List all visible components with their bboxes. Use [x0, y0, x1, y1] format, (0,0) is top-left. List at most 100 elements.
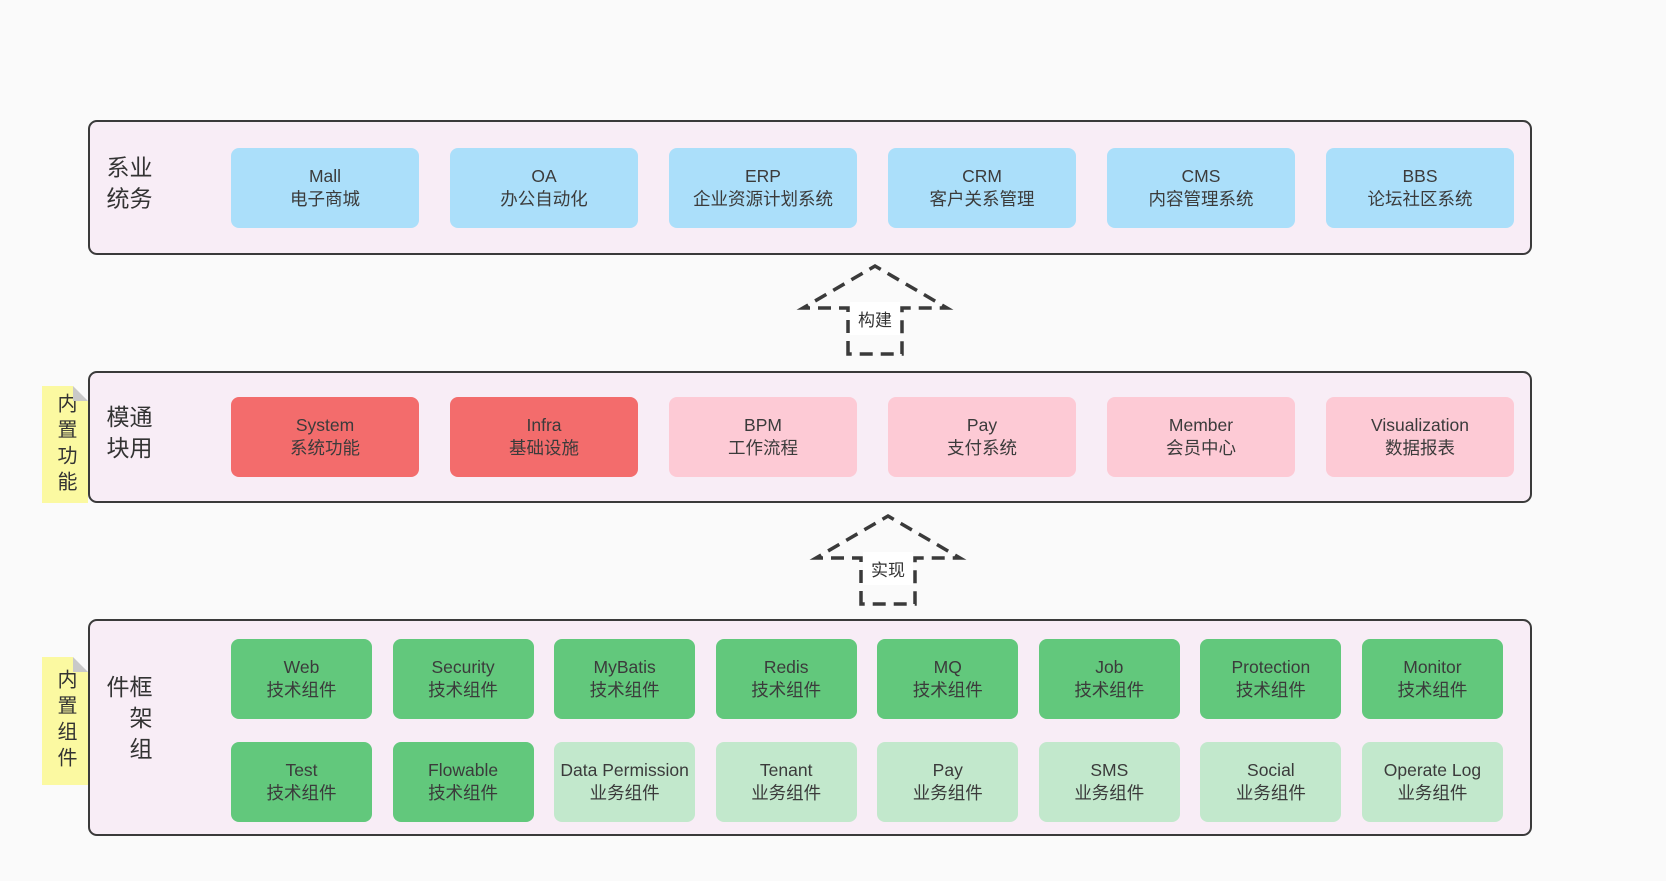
box-bbs: BBS 论坛社区系统	[1326, 147, 1514, 228]
box-system-name: System	[295, 415, 355, 436]
box-infra-desc: 基础设施	[509, 438, 579, 458]
box-protection-desc: 技术组件	[1235, 680, 1306, 700]
box-crm-name: CRM	[962, 165, 1002, 186]
box-pay-module: Pay 支付系统	[888, 397, 1076, 477]
box-security-desc: 技术组件	[428, 680, 499, 700]
box-infra-name: Infra	[526, 415, 562, 436]
box-mall-desc: 电子商城	[290, 188, 360, 209]
box-bpm-desc: 工作流程	[728, 438, 798, 458]
box-data-permission: Data Permission 业务组件	[554, 742, 696, 822]
box-erp-name: ERP	[745, 165, 781, 186]
box-bpm: BPM 工作流程	[669, 397, 857, 477]
box-pay-component: Pay 业务组件	[877, 742, 1019, 822]
box-oa-name: OA	[531, 165, 557, 186]
box-protection-name: Protection	[1231, 657, 1311, 678]
section-components-label: 框架组件	[103, 674, 152, 768]
box-social: Social 业务组件	[1200, 742, 1342, 822]
box-crm-desc: 客户关系管理	[929, 188, 1035, 209]
note-builtin-features: 内置功能	[42, 386, 88, 503]
box-bbs-name: BBS	[1402, 165, 1438, 186]
box-flowable-desc: 技术组件	[428, 783, 499, 803]
box-test: Test 技术组件	[231, 742, 372, 822]
build-arrow: 构建	[795, 262, 955, 358]
box-pay-component-name: Pay	[932, 760, 963, 781]
box-pay-module-desc: 支付系统	[947, 438, 1017, 458]
box-sms-name: SMS	[1090, 760, 1129, 781]
box-test-name: Test	[285, 760, 318, 781]
box-erp-desc: 企业资源计划系统	[693, 188, 833, 209]
box-visualization: Visualization 数据报表	[1326, 397, 1514, 477]
box-security-name: Security	[431, 657, 495, 678]
box-monitor-desc: 技术组件	[1397, 680, 1468, 700]
box-job: Job 技术组件	[1038, 639, 1180, 719]
box-monitor: Monitor 技术组件	[1361, 639, 1503, 719]
box-redis-name: Redis	[763, 657, 809, 678]
box-data-permission-name: Data Permission	[560, 760, 689, 781]
box-infra: Infra 基础设施	[450, 397, 638, 477]
box-operate-log-name: Operate Log	[1383, 760, 1482, 781]
box-oa: OA 办公自动化	[450, 147, 638, 228]
box-social-name: Social	[1247, 760, 1295, 781]
box-oa-desc: 办公自动化	[500, 188, 588, 209]
box-tenant-name: Tenant	[759, 760, 813, 781]
box-bpm-name: BPM	[744, 415, 782, 436]
dashed-up-arrow-icon	[796, 263, 954, 356]
box-data-permission-desc: 业务组件	[589, 783, 660, 803]
box-cms-desc: 内容管理系统	[1148, 188, 1254, 209]
box-pay-module-name: Pay	[966, 415, 998, 436]
box-operate-log-desc: 业务组件	[1397, 783, 1468, 803]
box-redis: Redis 技术组件	[715, 639, 857, 719]
section-business-label: 业务系统	[103, 154, 152, 217]
build-arrow-label: 构建	[850, 302, 900, 335]
box-tenant: Tenant 业务组件	[715, 742, 857, 822]
box-erp: ERP 企业资源计划系统	[669, 147, 857, 228]
box-mybatis: MyBatis 技术组件	[554, 639, 696, 719]
box-system-desc: 系统功能	[290, 438, 360, 458]
box-web: Web 技术组件	[231, 639, 372, 719]
box-web-name: Web	[283, 657, 320, 678]
box-web-desc: 技术组件	[266, 680, 337, 700]
box-visualization-name: Visualization	[1371, 415, 1469, 436]
section-framework-components: 框架组件 Web 技术组件 Security 技术组件 MyBatis 技术组件…	[88, 619, 1532, 836]
section-modules-label: 通用模块	[103, 405, 152, 467]
section-common-modules: 通用模块 System 系统功能 Infra 基础设施 BPM 工作流程 Pay…	[88, 371, 1532, 503]
implement-arrow: 实现	[808, 512, 968, 608]
box-mybatis-name: MyBatis	[593, 657, 656, 678]
box-mq-name: MQ	[933, 657, 962, 678]
box-redis-desc: 技术组件	[751, 680, 822, 700]
note-builtin-components-label: 内置组件	[54, 669, 76, 773]
box-cms: CMS 内容管理系统	[1107, 147, 1295, 228]
box-sms: SMS 业务组件	[1038, 742, 1180, 822]
note-builtin-features-label: 内置功能	[54, 392, 76, 497]
box-job-name: Job	[1095, 657, 1124, 678]
box-mq-desc: 技术组件	[912, 680, 983, 700]
box-mybatis-desc: 技术组件	[589, 680, 660, 700]
box-social-desc: 业务组件	[1235, 783, 1306, 803]
box-flowable-name: Flowable	[428, 760, 499, 781]
box-bbs-desc: 论坛社区系统	[1367, 188, 1473, 209]
box-member-desc: 会员中心	[1166, 438, 1236, 458]
dashed-up-arrow-icon	[809, 513, 967, 606]
box-job-desc: 技术组件	[1074, 680, 1145, 700]
box-crm: CRM 客户关系管理	[888, 147, 1076, 228]
box-protection: Protection 技术组件	[1200, 639, 1342, 719]
box-mall: Mall 电子商城	[231, 147, 419, 228]
box-visualization-desc: 数据报表	[1385, 438, 1455, 458]
box-member: Member 会员中心	[1107, 397, 1295, 477]
box-member-name: Member	[1168, 415, 1234, 436]
box-security: Security 技术组件	[392, 639, 534, 719]
box-mq: MQ 技术组件	[877, 639, 1019, 719]
box-monitor-name: Monitor	[1403, 657, 1462, 678]
box-tenant-desc: 业务组件	[751, 783, 822, 803]
section-business-systems: 业务系统 Mall 电子商城 OA 办公自动化 ERP 企业资源计划系统 CRM…	[88, 120, 1532, 255]
box-mall-name: Mall	[308, 165, 342, 186]
box-cms-name: CMS	[1181, 165, 1221, 186]
implement-arrow-label: 实现	[863, 552, 913, 585]
note-builtin-components: 内置组件	[42, 657, 88, 785]
box-system: System 系统功能	[231, 397, 419, 477]
box-test-desc: 技术组件	[266, 783, 337, 803]
box-flowable: Flowable 技术组件	[392, 742, 534, 822]
box-sms-desc: 业务组件	[1074, 783, 1145, 803]
box-pay-component-desc: 业务组件	[912, 783, 983, 803]
box-operate-log: Operate Log 业务组件	[1361, 742, 1503, 822]
